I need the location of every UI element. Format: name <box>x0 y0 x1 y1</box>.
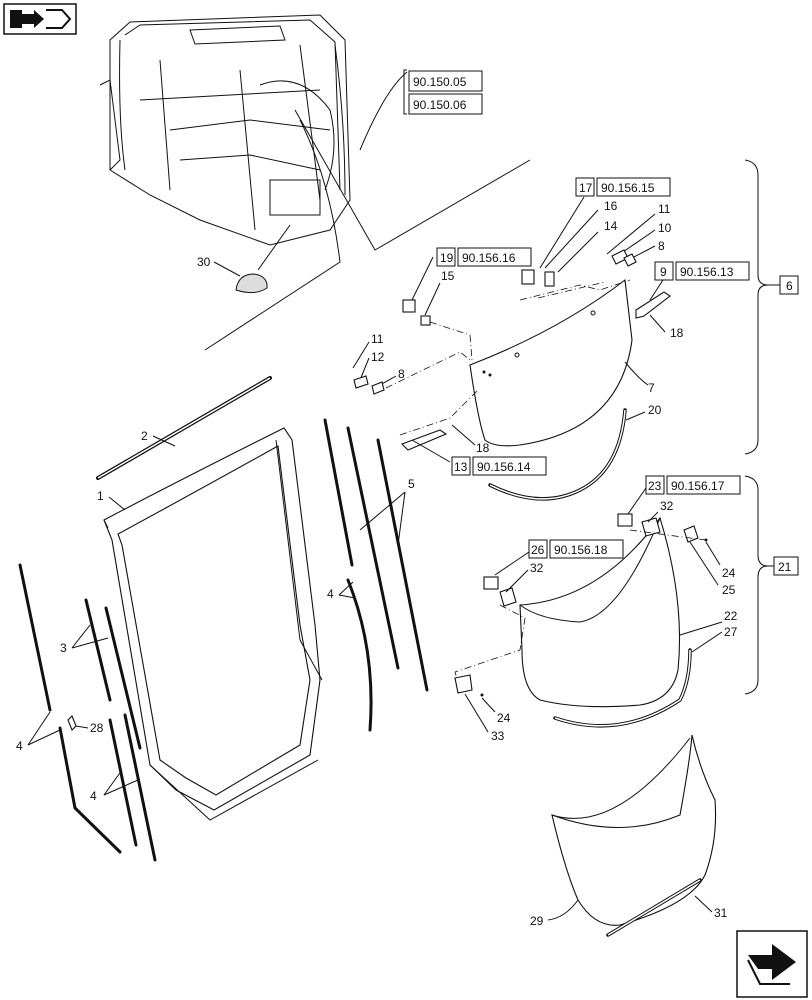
label-28: 28 <box>90 721 104 735</box>
ref-26[interactable]: 26 <box>528 539 548 559</box>
svg-text:9: 9 <box>660 265 667 279</box>
label-12: 12 <box>371 350 385 364</box>
svg-text:90.150.06: 90.150.06 <box>413 98 467 112</box>
label-20: 20 <box>648 403 662 417</box>
part-22-lower-glass <box>519 516 681 708</box>
label-18-lower: 18 <box>476 441 490 455</box>
label-29: 29 <box>530 914 544 928</box>
label-10: 10 <box>658 221 672 235</box>
label-30: 30 <box>197 255 211 269</box>
part-30-dome <box>235 273 268 294</box>
label-22: 22 <box>724 609 738 623</box>
label-25: 25 <box>722 583 736 597</box>
svg-text:90.156.14: 90.156.14 <box>477 460 531 474</box>
label-11-top: 11 <box>658 202 671 216</box>
part-29-bottom-glass <box>551 734 717 926</box>
ref-90-156-18[interactable]: 90.156.18 <box>549 539 624 559</box>
next-page-arrow-icon[interactable] <box>736 930 808 998</box>
label-14: 14 <box>604 219 618 233</box>
ref-90-156-16[interactable]: 90.156.16 <box>457 247 532 267</box>
label-5: 5 <box>408 477 415 491</box>
ref-21[interactable]: 21 <box>773 556 799 576</box>
svg-text:90.156.13: 90.156.13 <box>680 265 734 279</box>
ref-90-156-14[interactable]: 90.156.14 <box>472 456 547 476</box>
label-31: 31 <box>714 906 728 920</box>
ref-6[interactable]: 6 <box>779 275 799 295</box>
label-7: 7 <box>648 381 655 395</box>
label-8-left: 8 <box>398 367 405 381</box>
svg-text:90.156.16: 90.156.16 <box>462 251 516 265</box>
label-4-left: 4 <box>16 739 23 753</box>
ref-90-150-05[interactable]: 90.150.05 <box>408 70 483 92</box>
part-18-handle-upper <box>635 291 671 319</box>
part-10-latch <box>611 249 637 267</box>
label-32-left: 32 <box>530 561 544 575</box>
part-33-plate <box>454 674 473 694</box>
ref-90-156-17[interactable]: 90.156.17 <box>666 475 741 495</box>
cab-overview <box>99 14 351 246</box>
svg-text:13: 13 <box>454 460 468 474</box>
part-7-upper-glass <box>469 278 633 447</box>
ref-23[interactable]: 23 <box>645 475 665 495</box>
part-28-clip <box>67 715 77 731</box>
ref-19[interactable]: 19 <box>436 247 456 267</box>
svg-text:90.150.05: 90.150.05 <box>413 75 467 89</box>
ref-90-156-13[interactable]: 90.156.13 <box>675 261 750 281</box>
label-11-left: 11 <box>371 332 384 346</box>
hinge-17 <box>521 269 555 287</box>
part-12-latch <box>353 375 385 395</box>
label-24-right: 24 <box>722 566 736 580</box>
svg-text:6: 6 <box>786 279 793 293</box>
label-4-lower: 4 <box>90 789 97 803</box>
label-1: 1 <box>97 489 104 503</box>
label-18-upper: 18 <box>670 326 684 340</box>
svg-text:90.156.18: 90.156.18 <box>554 543 608 557</box>
label-33: 33 <box>491 729 505 743</box>
label-2: 2 <box>141 429 148 443</box>
svg-text:17: 17 <box>579 181 593 195</box>
label-3: 3 <box>60 641 67 655</box>
hinge-19-bracket <box>402 299 431 326</box>
label-4-mid: 4 <box>327 587 334 601</box>
svg-text:90.156.15: 90.156.15 <box>601 181 655 195</box>
label-16: 16 <box>604 199 618 213</box>
ref-90-156-15[interactable]: 90.156.15 <box>596 177 671 197</box>
label-15: 15 <box>441 269 455 283</box>
part-1-windscreen-frame <box>103 427 323 821</box>
ref-9[interactable]: 9 <box>654 261 674 281</box>
label-27: 27 <box>724 625 738 639</box>
svg-text:21: 21 <box>778 560 792 574</box>
part-18-handle-lower <box>401 429 448 451</box>
book-arrow-icon[interactable] <box>3 3 77 35</box>
hinge-26-bracket <box>483 576 517 607</box>
ref-17[interactable]: 17 <box>575 177 595 197</box>
label-24-left: 24 <box>497 711 511 725</box>
label-32-top: 32 <box>660 499 674 513</box>
ref-13[interactable]: 13 <box>451 456 471 476</box>
svg-text:23: 23 <box>648 479 662 493</box>
ref-90-150-06[interactable]: 90.150.06 <box>408 93 483 115</box>
svg-text:26: 26 <box>531 543 545 557</box>
label-8-top: 8 <box>658 239 665 253</box>
svg-text:19: 19 <box>440 251 454 265</box>
svg-text:90.156.17: 90.156.17 <box>671 479 725 493</box>
